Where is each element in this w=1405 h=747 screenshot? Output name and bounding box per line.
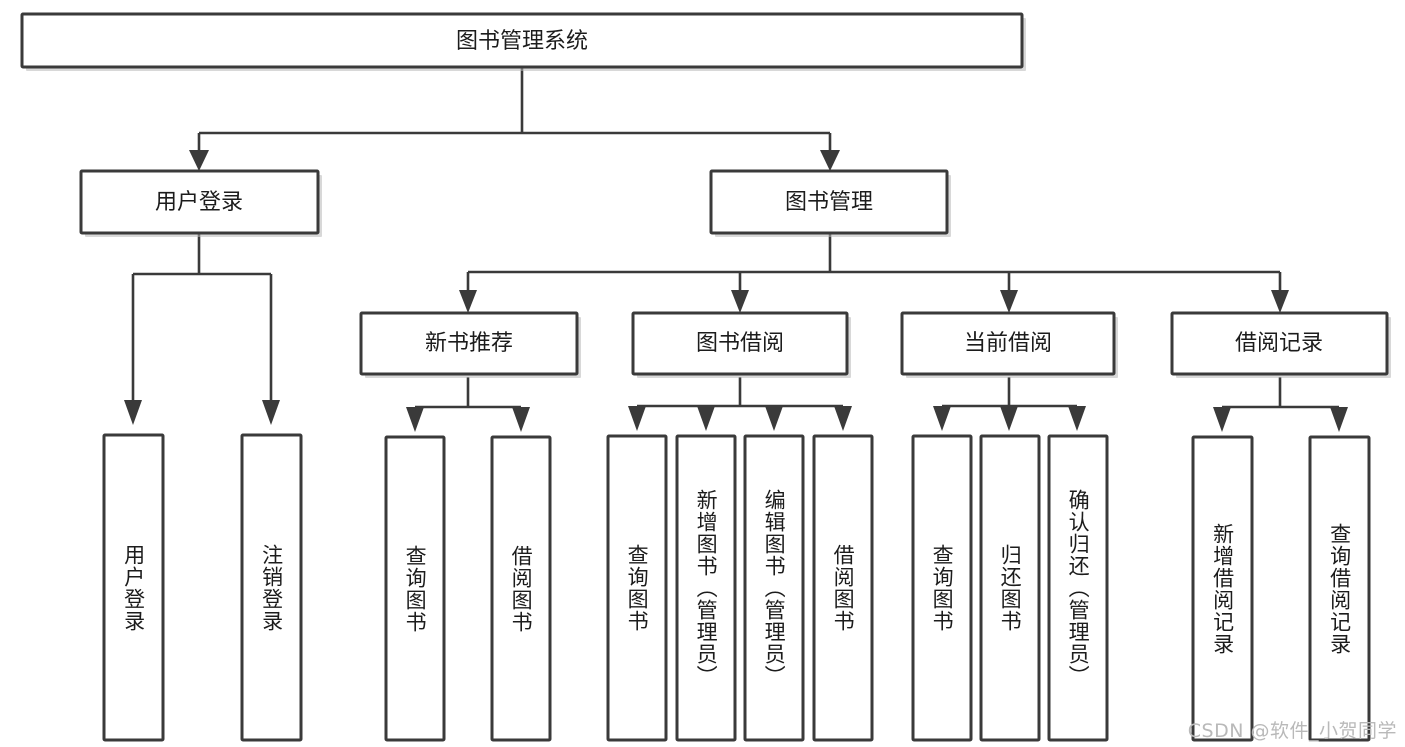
borrow-record-label: 借阅记录 [1235, 331, 1323, 356]
book-borrow-box[interactable] [631, 311, 849, 376]
arrow-to-user-login [189, 150, 209, 171]
leaf-box[interactable] [979, 434, 1041, 742]
leaf-label: 归还图书 [998, 544, 1023, 632]
current-borrow-box[interactable] [900, 311, 1116, 376]
leaf-label: 新增借阅记录 [1210, 522, 1235, 655]
root-box[interactable] [20, 12, 1024, 69]
arrow-to-leaf-bookborrow-3 [765, 406, 783, 431]
book-borrow-label: 图书借阅 [696, 331, 784, 356]
arrow-to-leaf-bookborrow-4 [834, 406, 852, 431]
leaf-box[interactable] [911, 434, 973, 742]
new-book-recommend-box[interactable] [359, 311, 579, 376]
node-user-login[interactable]: 用户登录 [79, 169, 322, 237]
leaf-label: 注销登录 [259, 543, 284, 632]
node-new-book-recommend[interactable]: 新书推荐 [359, 311, 581, 378]
leaf-box[interactable] [240, 433, 303, 742]
leaf-box[interactable] [384, 435, 446, 742]
leaf-box[interactable] [1047, 434, 1109, 742]
leaf-user-login-login[interactable]: 用户登录 [102, 433, 165, 742]
arrow-to-leaf-borrowrecord-1 [1213, 407, 1231, 432]
leaf-book-borrow-add[interactable]: 新增图书（管理员） [675, 434, 737, 742]
arrow-to-leaf-logout [262, 400, 280, 425]
node-current-borrow[interactable]: 当前借阅 [900, 311, 1118, 378]
leaf-box[interactable] [490, 435, 552, 742]
arrow-to-leaf-newbook-2 [512, 407, 530, 432]
root-label: 图书管理系统 [456, 29, 588, 54]
leaf-label: 编辑图书（管理员） [762, 489, 787, 687]
arrow-to-new-book-recommend [459, 290, 477, 313]
leaf-box[interactable] [675, 434, 737, 742]
leaf-label: 新增图书（管理员） [694, 489, 719, 687]
leaf-label: 借阅图书 [831, 544, 856, 632]
leaf-current-borrow-confirm[interactable]: 确认归还（管理员） [1047, 434, 1109, 742]
node-root[interactable]: 图书管理系统 [20, 12, 1026, 71]
borrow-record-box[interactable] [1170, 311, 1389, 376]
node-borrow-record[interactable]: 借阅记录 [1170, 311, 1391, 378]
leaf-new-book-borrow[interactable]: 借阅图书 [490, 435, 552, 742]
book-manage-box[interactable] [709, 169, 949, 235]
leaf-new-book-query[interactable]: 查询图书 [384, 435, 446, 742]
leaf-label: 查询图书 [930, 544, 955, 632]
arrow-to-leaf-bookborrow-2 [697, 406, 715, 431]
current-borrow-label: 当前借阅 [964, 331, 1052, 356]
node-book-borrow[interactable]: 图书借阅 [631, 311, 851, 378]
leaf-current-borrow-return[interactable]: 归还图书 [979, 434, 1041, 742]
user-login-box[interactable] [79, 169, 320, 235]
leaf-label: 查询图书 [625, 544, 650, 632]
new-book-recommend-label: 新书推荐 [425, 331, 513, 356]
arrow-to-current-borrow [1000, 290, 1018, 313]
leaf-current-borrow-query[interactable]: 查询图书 [911, 434, 973, 742]
leaf-borrow-record-query[interactable]: 查询借阅记录 [1308, 435, 1371, 742]
leaf-user-login-logout[interactable]: 注销登录 [240, 433, 303, 742]
leaf-box[interactable] [102, 433, 165, 742]
arrow-to-leaf-currentborrow-1 [933, 406, 951, 431]
leaf-book-borrow-borrow[interactable]: 借阅图书 [812, 434, 874, 742]
arrow-to-leaf-currentborrow-2 [1000, 406, 1018, 431]
leaf-label: 借阅图书 [509, 544, 534, 633]
leaf-box[interactable] [1308, 435, 1371, 742]
leaf-book-borrow-edit[interactable]: 编辑图书（管理员） [743, 434, 805, 742]
leaf-label: 查询图书 [403, 544, 428, 633]
arrow-to-leaf-newbook-1 [406, 407, 424, 432]
csdn-watermark: CSDN @软件_小贺同学 [1187, 720, 1397, 742]
leaf-box[interactable] [743, 434, 805, 742]
leaf-label: 用户登录 [121, 543, 146, 632]
leaf-label: 确认归还（管理员） [1066, 489, 1091, 687]
arrow-to-book-manage [820, 150, 840, 171]
arrow-to-borrow-record [1271, 290, 1289, 313]
arrow-to-leaf-bookborrow-1 [628, 406, 646, 431]
book-manage-label: 图书管理 [785, 190, 873, 215]
leaf-label: 查询借阅记录 [1327, 522, 1352, 655]
user-login-label: 用户登录 [155, 190, 243, 215]
arrow-to-leaf-user-login [124, 400, 142, 425]
leaf-book-borrow-query[interactable]: 查询图书 [606, 434, 668, 742]
arrow-to-book-borrow [731, 290, 749, 313]
arrow-to-leaf-borrowrecord-2 [1330, 407, 1348, 432]
arrow-to-leaf-currentborrow-3 [1068, 406, 1086, 431]
leaf-box[interactable] [1191, 435, 1254, 742]
node-book-manage[interactable]: 图书管理 [709, 169, 951, 237]
leaf-box[interactable] [812, 434, 874, 742]
leaf-box[interactable] [606, 434, 668, 742]
leaf-borrow-record-add[interactable]: 新增借阅记录 [1191, 435, 1254, 742]
connector-layer [124, 67, 1348, 432]
